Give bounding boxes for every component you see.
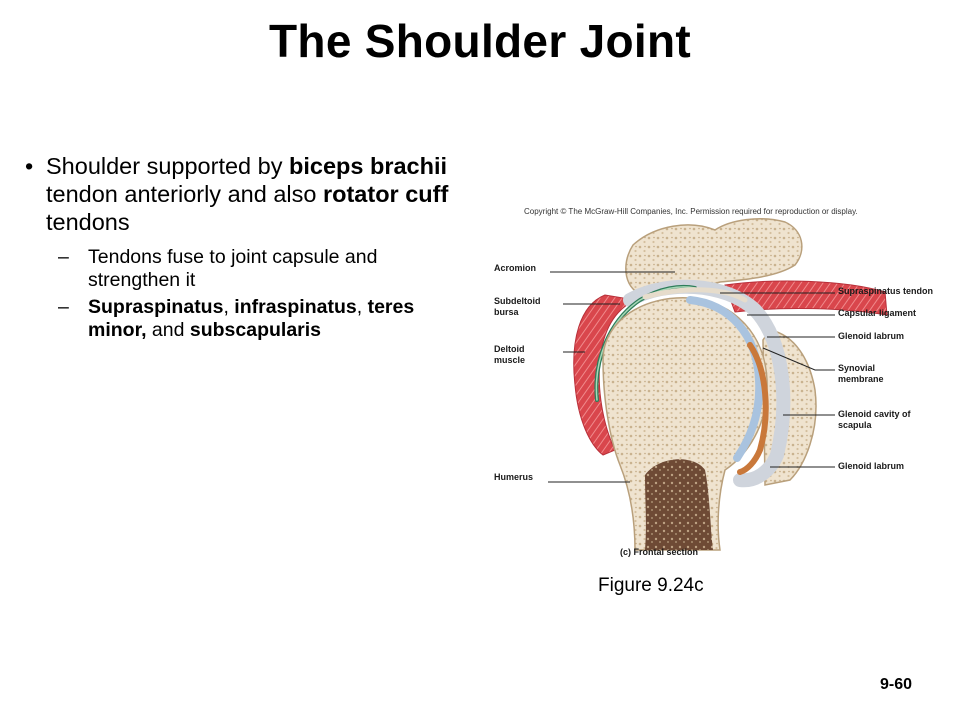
bold-term: rotator cuff	[322, 181, 449, 207]
text-run: ,	[356, 296, 368, 318]
leader-lines	[548, 271, 835, 483]
sub-bullet-text: Supraspinatus, infraspinatus, teres mino…	[88, 296, 414, 341]
label-deltoid-muscle: Deltoid muscle	[494, 344, 526, 365]
text-run: Shoulder supported by	[46, 153, 289, 179]
bold-term: biceps brachii	[289, 153, 448, 179]
label-supraspinatus-tendon: Supraspinatus tendon	[838, 286, 934, 296]
sub-bullet-dash: –	[58, 296, 69, 318]
synovial-membrane-shape	[737, 342, 769, 475]
bullet-dot: •	[25, 153, 34, 179]
page-number: 9-60	[880, 676, 913, 693]
text-run: tendon anteriorly and also	[46, 181, 323, 207]
supraspinatus-tendon-shape	[642, 287, 748, 303]
copyright-notice: Copyright © The McGraw-Hill Companies, I…	[524, 207, 858, 216]
medullary-cavity-shape	[645, 459, 713, 550]
figure-caption: Figure 9.24c	[598, 575, 704, 596]
bullet-list: • Shoulder supported by biceps brachii t…	[20, 152, 475, 342]
label-glenoid-cavity: Glenoid cavity of scapula	[838, 409, 911, 430]
bold-term: Supraspinatus	[88, 296, 224, 318]
label-capsular-ligament: Capsular ligament	[838, 308, 917, 318]
sub-bullet-text: Tendons fuse to joint capsule and streng…	[88, 246, 377, 291]
sub-bullet-item: – Tendons fuse to joint capsule and stre…	[20, 246, 475, 292]
bullet-item: • Shoulder supported by biceps brachii t…	[20, 152, 475, 236]
label-synovial-membrane: Synovial membrane	[838, 363, 884, 384]
sub-bullet-dash: –	[58, 246, 69, 268]
label-glenoid-labrum-top: Glenoid labrum	[838, 331, 905, 341]
supraspinatus-muscle-shape	[724, 280, 888, 316]
label-subdeltoid-bursa: Subdeltoid bursa	[494, 296, 541, 317]
text-run: Tendons fuse to joint capsule and streng…	[88, 246, 378, 291]
deltoid-muscle-shape	[573, 294, 637, 456]
shoulder-joint-illustration	[548, 217, 888, 551]
bold-term: infraspinatus	[234, 296, 357, 318]
text-run: tendons	[46, 209, 130, 235]
text-run: and	[146, 319, 190, 341]
bold-term: subscapularis	[189, 319, 322, 341]
slide-title: The Shoulder Joint	[269, 15, 691, 67]
bold-term: teres minor,	[88, 296, 415, 341]
bullet-text: Shoulder supported by biceps brachii ten…	[46, 153, 448, 235]
text-run: ,	[223, 296, 235, 318]
sub-bullet-item: – Supraspinatus, infraspinatus, teres mi…	[20, 296, 475, 342]
label-acromion: Acromion	[494, 263, 537, 273]
label-glenoid-labrum-bottom: Glenoid labrum	[838, 461, 905, 471]
label-frontal-section: (c) Frontal section	[620, 547, 699, 557]
articular-cartilage-shape	[686, 296, 764, 462]
label-humerus: Humerus	[494, 472, 534, 482]
